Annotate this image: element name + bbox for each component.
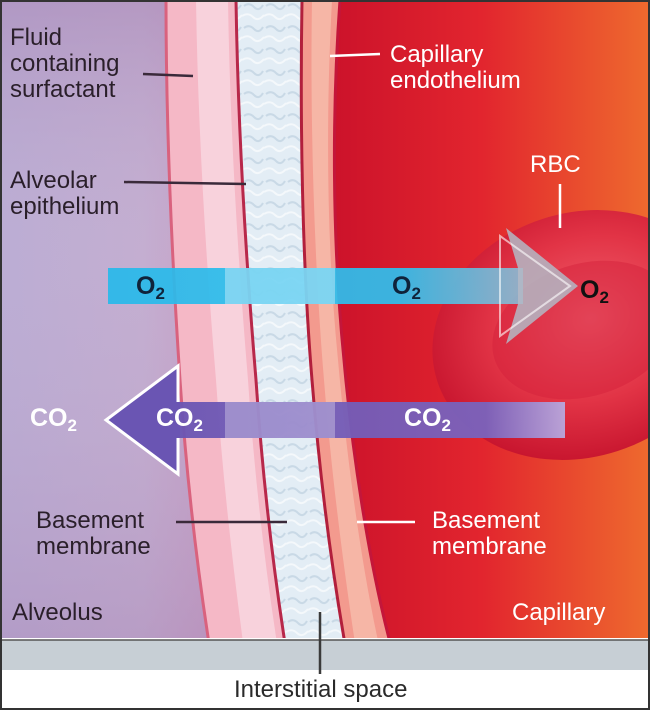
label-text: Fluid [10,24,63,51]
gas-symbol: O [580,276,600,304]
gas-subscript: 2 [67,416,77,435]
label-basement-membrane-right: Basement membrane [432,508,547,560]
gas-subscript: 2 [193,416,203,435]
label-interstitial-space: Interstitial space [234,676,408,703]
gas-subscript: 2 [441,416,451,435]
label-alveolar-epithelium: Alveolar epithelium [10,168,119,220]
label-text: containing [10,50,120,77]
gas-symbol: CO [404,404,442,432]
gas-symbol: O [136,272,156,300]
label-alveolus: Alveolus [12,599,103,626]
label-text: surfactant [10,76,116,103]
interstitial-space [236,0,346,650]
gas-subscript: 2 [155,284,165,303]
gas-symbol: CO [156,404,194,432]
label-text: membrane [36,533,151,560]
label-text: membrane [432,533,547,560]
leader-capillary-endo [329,52,381,58]
label-basement-membrane-left: Basement membrane [36,508,151,560]
label-text: Capillary [390,41,484,68]
o2-label-left: O2 [136,272,165,308]
o2-label-rbc: O2 [580,276,609,312]
o2-arrow [108,268,523,304]
label-text: epithelium [10,193,120,220]
co2-arrow [170,402,565,438]
co2-label-middle-right: CO2 [404,404,451,440]
label-fluid-surfactant: Fluid containing surfactant [10,25,119,103]
label-capillary-endothelium: Capillary endothelium [390,42,521,94]
gas-subscript: 2 [411,284,421,303]
gas-symbol: O [392,272,412,300]
leader-fluid [142,72,194,78]
label-text: Basement [36,507,145,534]
co2-label-middle-left: CO2 [156,404,203,440]
label-text: Alveolar [10,167,97,194]
label-text: endothelium [390,67,521,94]
leader-alveolar [123,180,247,186]
gas-subscript: 2 [599,288,609,307]
label-text: Basement [432,507,541,534]
label-rbc: RBC [530,151,581,178]
label-capillary: Capillary [512,599,606,626]
gas-symbol: CO [30,404,68,432]
o2-label-middle: O2 [392,272,421,308]
co2-label-left: CO2 [30,404,77,440]
